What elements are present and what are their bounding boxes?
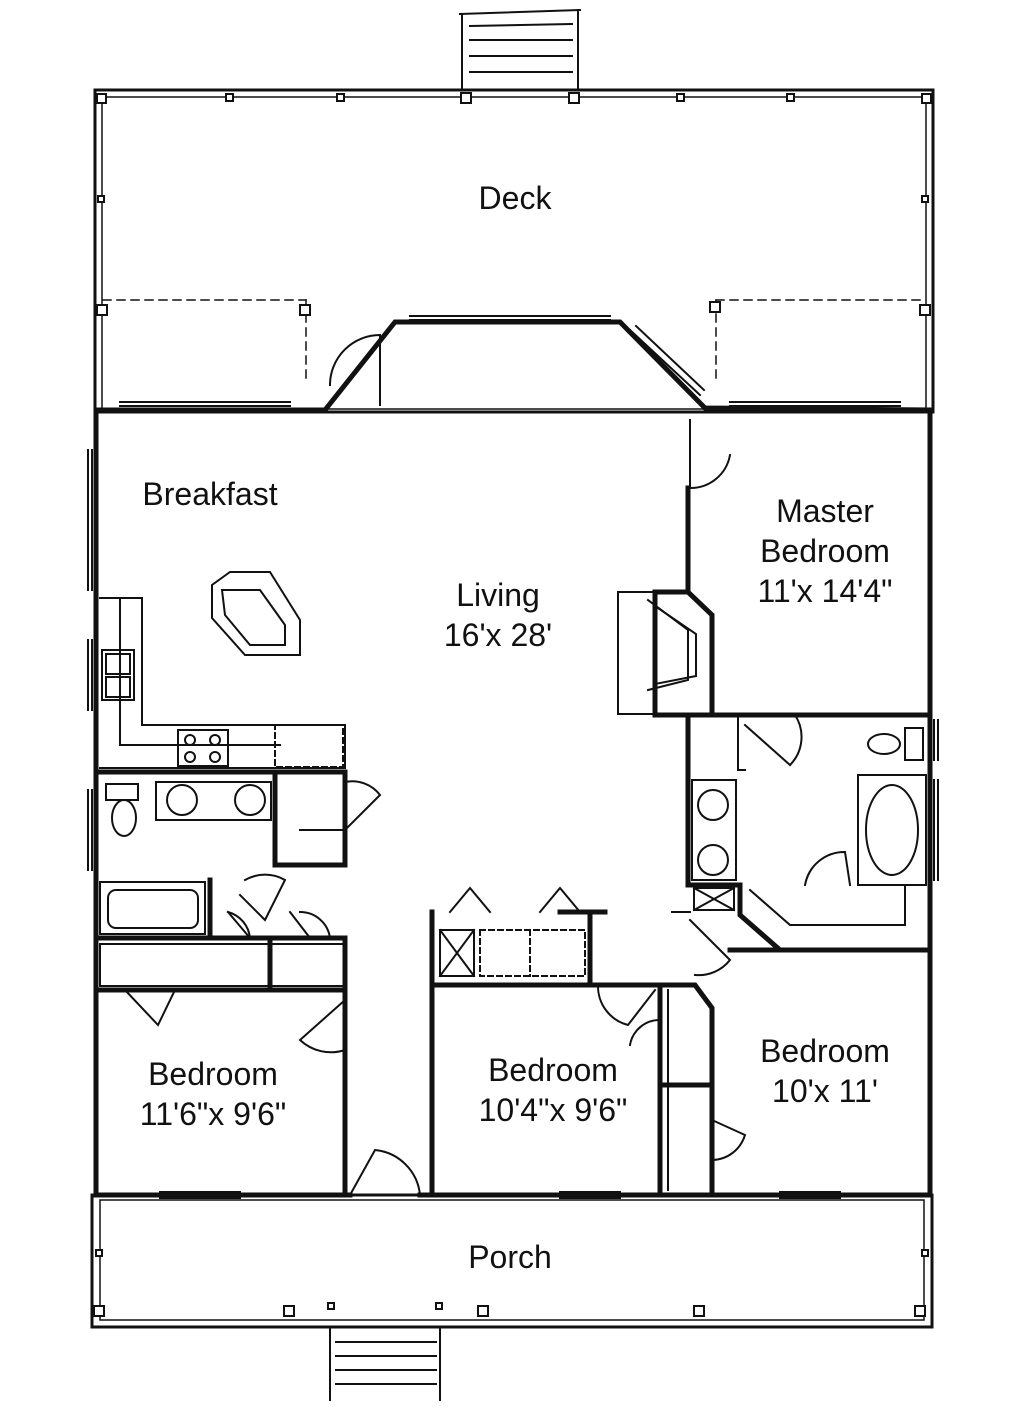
side-windows: [87, 449, 939, 881]
right-bedroom-size: 10'x 11': [772, 1073, 878, 1109]
middle-bedroom-name: Bedroom: [488, 1052, 618, 1088]
right-bedroom-doors: [667, 911, 747, 1191]
master-bath: [685, 712, 933, 953]
middle-bedroom-size: 10'4"x 9'6": [478, 1092, 628, 1128]
porch-label: Porch: [430, 1237, 590, 1277]
right-bedroom-label: Bedroom 10'x 11': [735, 1031, 915, 1111]
master-size: 11'x 14'4": [757, 573, 893, 609]
deck-outline: [93, 88, 935, 414]
back-stairs: [458, 8, 582, 89]
left-bedroom-size: 11'6"x 9'6": [139, 1096, 287, 1132]
breakfast-label: Breakfast: [120, 474, 300, 514]
living-name: Living: [456, 577, 540, 613]
left-bedroom-label: Bedroom 11'6"x 9'6": [108, 1054, 318, 1134]
middle-bedroom-label: Bedroom 10'4"x 9'6": [448, 1050, 658, 1130]
deck-name: Deck: [478, 180, 552, 216]
master-walls: [652, 485, 933, 718]
deck-windows: [119, 315, 901, 407]
master-bath-fixtures: [691, 713, 927, 926]
front-door: [348, 1148, 422, 1197]
porch-outline: [90, 1193, 934, 1329]
breakfast-name: Breakfast: [142, 476, 278, 512]
master-bedroom-label: Master Bedroom 11'x 14'4": [735, 491, 915, 611]
porch-name: Porch: [468, 1239, 552, 1275]
left-bedroom-name: Bedroom: [148, 1056, 278, 1092]
middle-bedroom-fixtures: [438, 886, 662, 1047]
deck-posts: [96, 92, 932, 316]
master-name-line1: Master: [776, 493, 874, 529]
front-stairs: [329, 1327, 441, 1401]
left-bedroom-doors: [123, 988, 347, 1054]
hall-bath-walls: [93, 769, 348, 993]
porch-posts: [93, 1249, 929, 1317]
hall-bath-fixtures: [99, 780, 382, 987]
master-name-line2: Bedroom: [760, 533, 890, 569]
floor-plan-linework: [87, 8, 939, 1401]
back-door: [328, 333, 382, 406]
living-size: 16'x 28': [443, 617, 553, 653]
deck-label: Deck: [440, 178, 590, 218]
living-label: Living 16'x 28': [418, 575, 578, 655]
porch-windows: [159, 1191, 841, 1199]
master-door: [688, 419, 732, 490]
fireplace: [617, 591, 697, 715]
kitchen: [99, 571, 346, 769]
right-bedroom-name: Bedroom: [760, 1033, 890, 1069]
